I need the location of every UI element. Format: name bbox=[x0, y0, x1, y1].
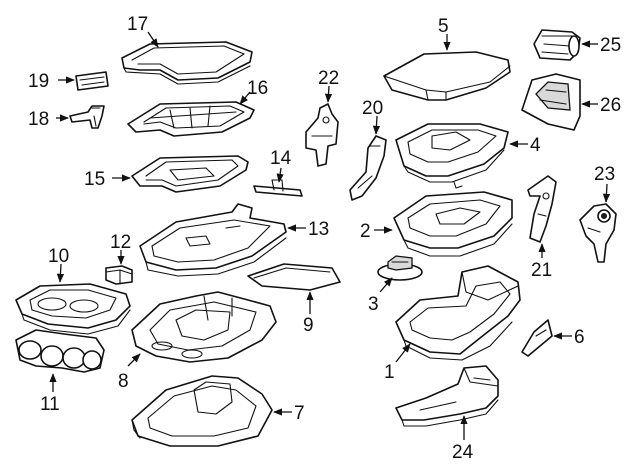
part-7-lower-bin[interactable] bbox=[131, 375, 273, 447]
callout-14[interactable]: 14 bbox=[270, 148, 292, 169]
callout-10[interactable]: 10 bbox=[48, 246, 69, 267]
leader-20 bbox=[372, 115, 381, 135]
callout-6[interactable]: 6 bbox=[574, 327, 585, 348]
part-20-side-trim[interactable] bbox=[349, 135, 387, 201]
callout-7[interactable]: 7 bbox=[294, 403, 305, 424]
callout-22[interactable]: 22 bbox=[318, 68, 339, 89]
leader-1 bbox=[395, 343, 411, 363]
callout-15[interactable]: 15 bbox=[84, 169, 105, 190]
part-9-floor-mat-insert[interactable] bbox=[247, 263, 341, 291]
callout-24[interactable]: 24 bbox=[452, 442, 474, 463]
part-11-cup-holder-insert[interactable] bbox=[15, 329, 105, 373]
part-24-air-duct[interactable] bbox=[395, 365, 499, 427]
callout-1[interactable]: 1 bbox=[384, 362, 395, 383]
part-15-lid-panel[interactable] bbox=[131, 155, 249, 193]
leader-14 bbox=[276, 167, 284, 183]
leader-17 bbox=[147, 31, 159, 48]
part-10-cup-holder-tray[interactable] bbox=[15, 283, 131, 335]
part-2-storage-tray[interactable] bbox=[393, 191, 513, 257]
part-13-console-housing[interactable] bbox=[139, 203, 287, 277]
callout-20[interactable]: 20 bbox=[362, 98, 383, 119]
callout-3[interactable]: 3 bbox=[368, 294, 379, 315]
part-22-hinge-plate[interactable] bbox=[305, 103, 339, 167]
callout-8[interactable]: 8 bbox=[118, 371, 129, 392]
callout-2[interactable]: 2 bbox=[360, 221, 371, 242]
leader-16 bbox=[239, 91, 251, 105]
part-23-pivot-bracket[interactable] bbox=[579, 203, 617, 263]
part-1-seat-frame-base[interactable] bbox=[395, 265, 521, 361]
part-8-center-console-bin[interactable] bbox=[131, 291, 277, 363]
part-26-end-cap[interactable] bbox=[521, 73, 581, 131]
callout-5[interactable]: 5 bbox=[438, 16, 449, 37]
callout-17[interactable]: 17 bbox=[127, 14, 148, 35]
part-5-armrest-lid[interactable] bbox=[383, 51, 511, 101]
part-21-side-bracket[interactable] bbox=[527, 175, 557, 243]
callout-26[interactable]: 26 bbox=[600, 95, 621, 116]
part-25-handle[interactable] bbox=[533, 29, 581, 61]
part-4-storage-bin[interactable] bbox=[395, 123, 509, 189]
callout-23[interactable]: 23 bbox=[594, 164, 615, 185]
callout-4[interactable]: 4 bbox=[530, 135, 541, 156]
part-14-hinge[interactable] bbox=[253, 179, 303, 197]
part-19-striker[interactable] bbox=[75, 71, 109, 91]
callout-11[interactable]: 11 bbox=[40, 394, 60, 415]
callout-13[interactable]: 13 bbox=[308, 219, 329, 240]
part-12-clip[interactable] bbox=[105, 265, 133, 285]
callout-25[interactable]: 25 bbox=[600, 35, 621, 56]
leader-8 bbox=[127, 353, 141, 367]
part-16-lid-frame[interactable] bbox=[127, 101, 255, 137]
callout-16[interactable]: 16 bbox=[247, 78, 268, 99]
leader-22 bbox=[324, 85, 333, 103]
part-18-latch[interactable] bbox=[69, 105, 105, 129]
callout-19[interactable]: 19 bbox=[28, 71, 49, 92]
callout-9[interactable]: 9 bbox=[303, 315, 314, 336]
part-6-mounting-bracket[interactable] bbox=[521, 319, 553, 357]
part-3-latch-handle[interactable] bbox=[377, 255, 423, 281]
leader-10 bbox=[56, 263, 65, 283]
callout-18[interactable]: 18 bbox=[28, 109, 49, 130]
callout-21[interactable]: 21 bbox=[531, 260, 552, 281]
part-17-lid-cover[interactable] bbox=[121, 41, 253, 85]
leader-23 bbox=[602, 183, 611, 203]
leader-3 bbox=[379, 277, 393, 293]
callout-12[interactable]: 12 bbox=[110, 232, 131, 253]
